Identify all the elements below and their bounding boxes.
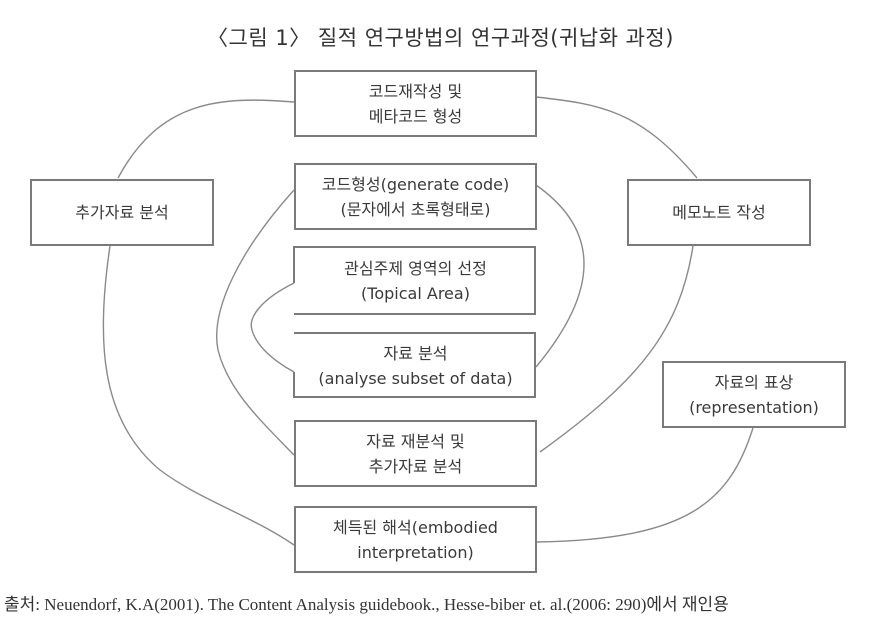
- node-representation: 자료의 표상 (representation): [662, 361, 846, 428]
- node-label: 자료의 표상: [714, 372, 794, 392]
- source-citation: 출처: Neuendorf, K.A(2001). The Content An…: [4, 595, 729, 614]
- node-label: 코드형성(generate code): [321, 174, 510, 194]
- node-label: 코드재작성 및: [368, 81, 463, 101]
- node-additional-data: 추가자료 분석: [30, 179, 214, 246]
- node-generate-code: 코드형성(generate code) (문자에서 초록형태로): [294, 163, 537, 230]
- node-label: interpretation): [357, 542, 474, 562]
- node-label: 관심주제 영역의 선정: [344, 258, 487, 278]
- node-code-rewrite: 코드재작성 및 메타코드 형성: [294, 70, 537, 137]
- node-analyse-subset: 자료 분석 (analyse subset of data): [294, 333, 537, 398]
- node-label: (문자에서 초록형태로): [340, 199, 491, 219]
- node-label: (analyse subset of data): [318, 368, 513, 388]
- node-embodied-interpretation: 체득된 해석(embodied interpretation): [294, 506, 537, 573]
- node-label: 메타코드 형성: [368, 106, 463, 126]
- node-label: 추가자료 분석: [368, 456, 463, 476]
- node-label: (representation): [689, 397, 819, 417]
- figure-title: 〈그림 1〉 질적 연구방법의 연구과정(귀납화 과정): [207, 26, 674, 50]
- node-label: 추가자료 분석: [75, 203, 169, 222]
- node-memo-note: 메모노트 작성: [627, 179, 811, 246]
- node-label: 체득된 해석(embodied: [333, 517, 498, 537]
- node-label: 메모노트 작성: [672, 203, 766, 222]
- node-label: 자료 재분석 및: [366, 431, 465, 451]
- node-topical-area: 관심주제 영역의 선정 (Topical Area): [294, 247, 537, 314]
- node-reanalysis: 자료 재분석 및 추가자료 분석: [294, 420, 537, 487]
- node-label: (Topical Area): [361, 283, 470, 303]
- node-label: 자료 분석: [383, 343, 448, 363]
